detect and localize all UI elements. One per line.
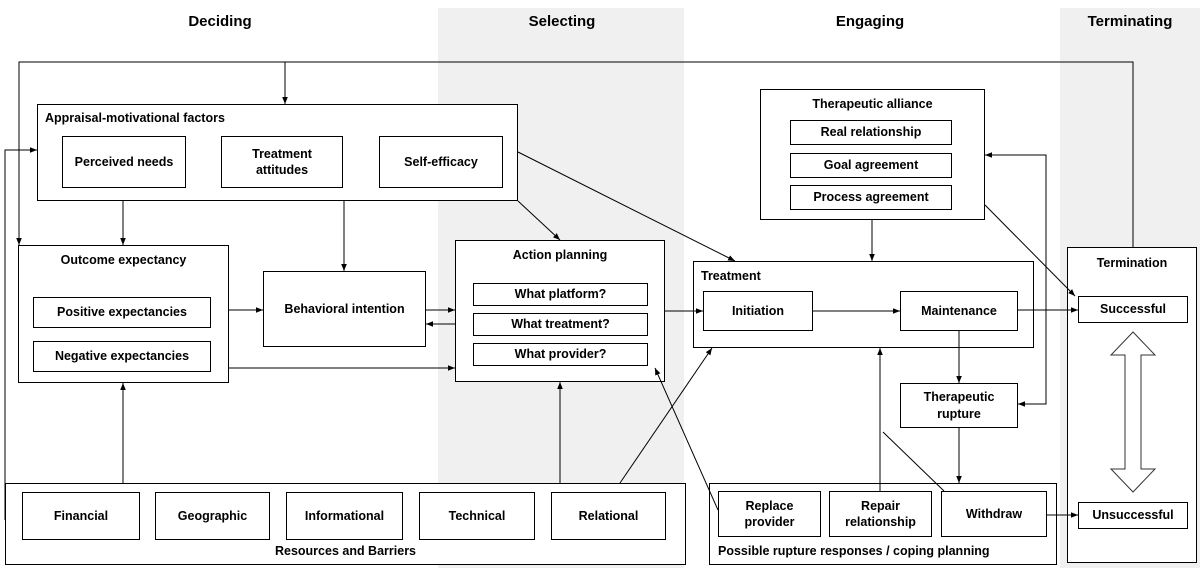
action-planning-title: Action planning [512,248,608,262]
resources-title: Resources and Barriers [274,544,417,558]
goal-agreement-box: Goal agreement [790,153,952,178]
outcome-double-arrow [1109,331,1157,493]
rupture-alliance-arrow [985,152,1047,407]
appraisal-title: Appraisal-motivational factors [45,111,225,125]
what-provider-box: What provider? [473,343,648,366]
repair-relationship-box: Repair relationship [829,491,932,537]
withdraw-diagonal-line [882,431,945,492]
geographic-box: Geographic [155,492,270,540]
relational-box: Relational [551,492,666,540]
alliance-to-successful-arrow [984,204,1076,297]
what-platform-box: What platform? [473,283,648,306]
treatment-attitudes-box: Treatment attitudes [221,136,343,188]
perceived-needs-box: Perceived needs [62,136,186,188]
phase-deciding: Deciding [188,13,252,30]
process-agreement-box: Process agreement [790,185,952,210]
resources-to-appraisal-arrow [4,147,37,520]
coping-title: Possible rupture responses / coping plan… [718,544,990,558]
negative-expectancies-box: Negative expectancies [33,341,211,372]
selfefficacy-to-treatment-arrow [517,151,736,262]
outcome-expectancy-title: Outcome expectancy [60,253,187,267]
real-relationship-box: Real relationship [790,120,952,145]
withdraw-box: Withdraw [941,491,1047,537]
initiation-box: Initiation [703,291,813,331]
relational-to-treatment-arrow [619,347,713,484]
phase-engaging: Engaging [835,13,905,30]
replace-to-provider-arrow [654,367,719,511]
phase-selecting: Selecting [528,13,596,30]
treatment-title: Treatment [701,269,761,283]
termination-title: Termination [1096,256,1168,270]
what-treatment-box: What treatment? [473,313,648,336]
informational-box: Informational [286,492,403,540]
replace-provider-box: Replace provider [718,491,821,537]
loop-top-line [16,61,1134,247]
behavioral-intention-box: Behavioral intention [263,271,426,347]
financial-box: Financial [22,492,140,540]
positive-expectancies-box: Positive expectancies [33,297,211,328]
phase-terminating: Terminating [1087,13,1173,30]
unsuccessful-box: Unsuccessful [1078,502,1188,529]
successful-box: Successful [1078,296,1188,323]
self-efficacy-box: Self-efficacy [379,136,503,188]
appraisal-to-planning-arrow [517,200,561,241]
therapeutic-alliance-title: Therapeutic alliance [812,97,933,111]
technical-box: Technical [419,492,535,540]
